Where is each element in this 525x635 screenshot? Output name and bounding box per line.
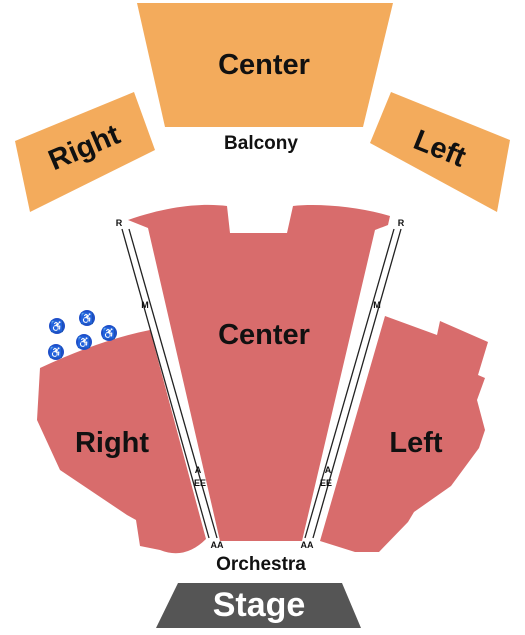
orchestra-right-label: Right [75, 427, 149, 459]
svg-text:♿: ♿ [50, 320, 64, 333]
svg-text:♿: ♿ [77, 336, 91, 349]
orchestra-center-section[interactable] [128, 204, 390, 541]
balcony-left-section[interactable] [370, 92, 510, 212]
row-label-ee: EE [320, 478, 332, 488]
left-aisle-line [128, 228, 218, 539]
svg-text:♿: ♿ [49, 346, 63, 359]
row-label-r: R [116, 218, 123, 228]
row-label-m: M [141, 300, 149, 310]
balcony-center-section[interactable] [137, 3, 393, 127]
row-label-a: A [195, 465, 202, 475]
row-label-m: M [373, 300, 381, 310]
row-label-r: R [398, 218, 405, 228]
orchestra-left-section[interactable] [320, 316, 488, 552]
wheelchair-icon[interactable]: ♿ [49, 318, 65, 334]
left-aisle-line [121, 228, 210, 539]
wheelchair-icon[interactable]: ♿ [48, 344, 64, 360]
left-aisle: R M A EE AA [116, 218, 224, 550]
orchestra-level: Center Right Left Orchestra [37, 204, 488, 575]
right-aisle: R M A EE AA [301, 218, 405, 550]
orchestra-right-section[interactable] [37, 330, 206, 554]
row-label-aa: AA [301, 540, 314, 550]
right-aisle-line [304, 228, 395, 539]
orchestra-left-label: Left [389, 427, 443, 459]
orchestra-label: Orchestra [216, 554, 306, 575]
row-label-aa: AA [211, 540, 224, 550]
balcony-right-section[interactable] [15, 92, 155, 212]
wheelchair-icon[interactable]: ♿ [76, 334, 92, 350]
accessible-seating[interactable]: ♿ ♿ ♿ ♿ ♿ [48, 310, 117, 360]
svg-text:♿: ♿ [80, 312, 94, 325]
stage-shape [156, 583, 361, 628]
right-aisle-line [312, 228, 402, 539]
balcony-center-label: Center [218, 49, 310, 81]
wheelchair-icon[interactable]: ♿ [101, 325, 117, 341]
wheelchair-icon[interactable]: ♿ [79, 310, 95, 326]
orchestra-center-label: Center [218, 319, 310, 351]
balcony-label: Balcony [224, 133, 298, 154]
stage: Stage [156, 583, 361, 628]
balcony-level: Center Right Left Balcony [15, 3, 510, 212]
row-label-ee: EE [194, 478, 206, 488]
stage-label: Stage [213, 586, 306, 624]
svg-text:♿: ♿ [102, 327, 116, 340]
row-label-a: A [325, 465, 332, 475]
